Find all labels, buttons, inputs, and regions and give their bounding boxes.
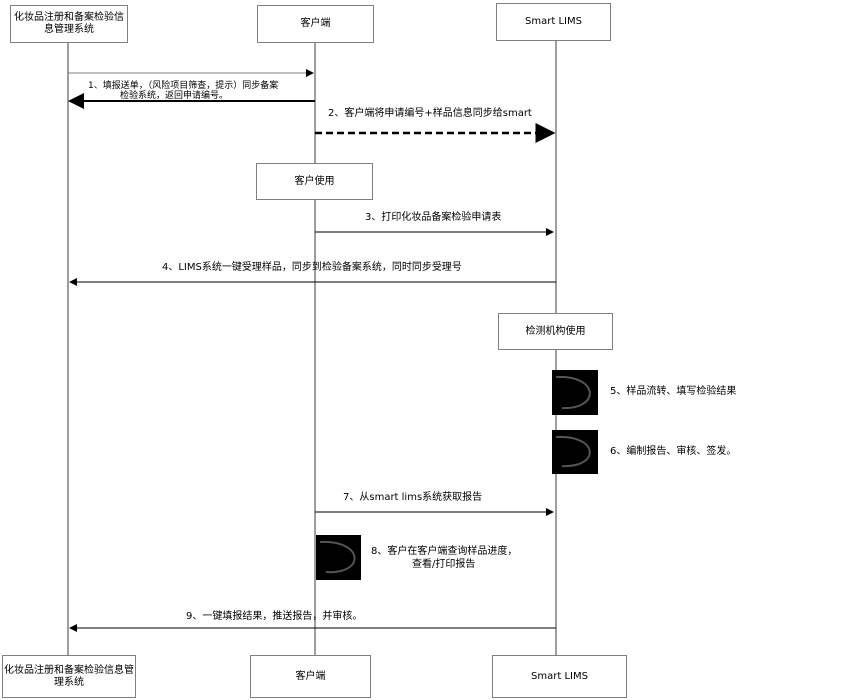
message-2: 2、客户端将申请编号+样品信息同步给smart (328, 108, 532, 119)
participant-system-top: 化妆品注册和备案检验信息管理系统 (10, 5, 128, 43)
message-1-line2: 检验系统，返回申请编号。 (120, 91, 229, 101)
message-8-line2: 查看/打印报告 (412, 559, 476, 570)
message-9: 9、一键填报结果，推送报告，并审核。 (186, 611, 363, 622)
message-7: 7、从smart lims系统获取报告 (343, 492, 483, 503)
message-4: 4、LIMS系统一键受理样品，同步到检验备案系统，同时同步受理号 (162, 262, 462, 273)
message-6: 6、编制报告、审核、签发。 (610, 446, 737, 457)
self-loop-5 (552, 370, 598, 415)
phase-client-use: 客户使用 (256, 163, 373, 200)
participant-lims-bottom: Smart LIMS (492, 655, 627, 698)
participant-client-top: 客户端 (257, 5, 374, 43)
participant-lims-top: Smart LIMS (496, 3, 611, 41)
participant-system-bottom: 化妆品注册和备案检验信息管理系统 (2, 655, 136, 698)
phase-lab-use: 检测机构使用 (498, 313, 613, 350)
message-8-line1: 8、客户在客户端查询样品进度， (371, 546, 518, 557)
self-loop-8 (316, 535, 361, 580)
message-3: 3、打印化妆品备案检验申请表 (365, 212, 502, 223)
self-loop-6 (552, 430, 598, 474)
participant-client-bottom: 客户端 (250, 655, 371, 698)
message-5: 5、样品流转、填写检验结果 (610, 386, 737, 397)
message-1-line1: 1、填报送单，（风险项目筛查，提示）同步备案 (88, 81, 279, 91)
